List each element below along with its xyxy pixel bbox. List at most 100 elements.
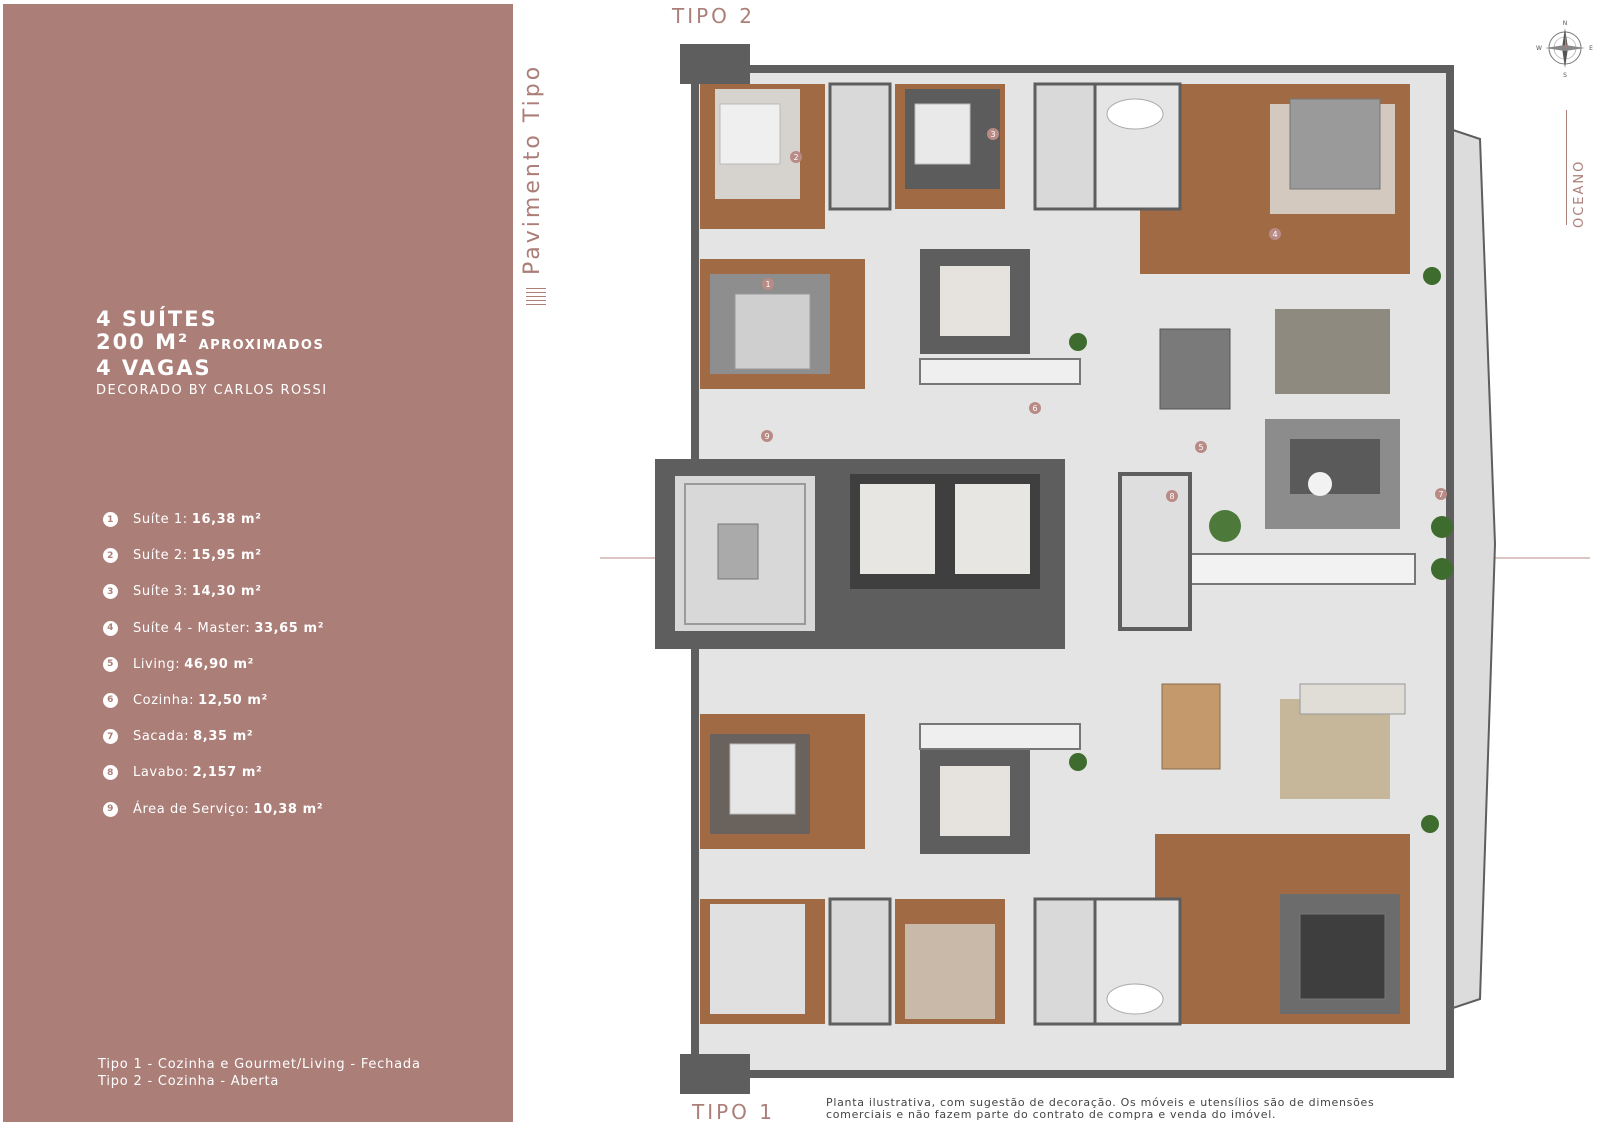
type-notes: Tipo 1 - Cozinha e Gourmet/Living - Fech… [98,1056,421,1090]
lounge-top [1275,309,1390,394]
marker-4 [1269,228,1281,240]
bathroom-top-1 [828,82,892,211]
area-label: Lavabo: [133,765,189,781]
marker-7 [1435,488,1447,500]
tipo-2-label: TIPO 2 [672,4,755,28]
marker-8-label: 8 [1169,492,1174,501]
list-item: 8 Lavabo:2,157 m² [103,765,324,801]
area-number-badge: 2 [103,548,118,564]
floor-plan: 1 2 3 4 5 6 7 8 9 [600,44,1590,1094]
kitchen-counter-bottom [919,723,1081,750]
area-label: Suíte 4 - Master: [133,620,251,636]
area-value: 14,30 m² [191,584,262,600]
parking-count: 4 Vagas [96,356,212,380]
area-label: Suíte 2: [133,548,188,564]
marker-9 [761,430,773,442]
disclaimer: Planta ilustrativa, com sugestão de deco… [826,1097,1446,1121]
area-value: 10,38 m² [253,801,324,817]
area-number-badge: 6 [103,692,118,708]
plant-icon [1069,753,1087,771]
dining-table-bottom [1161,683,1221,770]
balcony [1449,127,1497,1011]
marker-5-label: 5 [1198,443,1203,452]
marker-8 [1166,490,1178,502]
compass-north: N [1563,20,1568,27]
decorator-credit: Decorado by Carlos Rossi [96,383,328,398]
area-value: 200 m² [96,330,190,354]
marker-5 [1195,441,1207,453]
area-value: 15,95 m² [191,548,262,564]
plant-icon [1431,516,1453,538]
area-label: Sacada: [133,729,190,745]
living-rug-bottom [1280,699,1390,799]
marker-7-label: 7 [1438,490,1443,499]
type-note-1: Tipo 1 - Cozinha e Gourmet/Living - Fech… [98,1057,421,1072]
area-number-badge: 7 [103,729,118,745]
list-item: 9 Área de Serviço:10,38 m² [103,801,324,838]
bathroom-bottom-2 [1033,897,1097,1026]
compass-icon: N S E W [1535,18,1595,82]
elevator-2-inner [955,484,1030,574]
lavabo [1118,472,1192,631]
marker-9-label: 9 [764,432,769,441]
marker-3-label: 3 [990,130,995,139]
area-label: Suíte 1: [133,512,188,527]
bathroom-bottom-1 [828,897,892,1026]
area-label: Cozinha: [133,692,195,708]
area-number-badge: 4 [103,620,118,636]
tipo-1-label: TIPO 1 [692,1100,775,1124]
plant-icon [1069,333,1087,351]
area-value: 16,38 m² [191,512,262,527]
plant-icon [1431,558,1453,580]
kitchen-island [1189,553,1416,585]
decorative-bars [526,288,546,308]
marker-1-label: 1 [765,280,770,289]
suites-count: 4 Suítes [96,307,218,331]
area-number-badge: 1 [103,512,118,527]
area-value: 2,157 m² [192,765,263,781]
area-value: 33,65 m² [254,620,324,636]
marker-1 [762,278,774,290]
list-item: 6 Cozinha:12,50 m² [103,692,324,729]
area-number-badge: 8 [103,765,118,781]
area-value: 8,35 m² [193,729,254,745]
marker-6 [1029,402,1041,414]
plant-icon [1423,267,1441,285]
compass-east: E [1589,45,1593,52]
area-value: 12,50 m² [198,692,268,708]
wall-notch-bottom [680,1054,750,1094]
disclaimer-line-2: comerciais e não fazem parte do contrato… [826,1108,1277,1121]
area-number-badge: 5 [103,656,118,672]
list-item: 4 Suíte 4 - Master:33,65 m² [103,620,324,657]
disclaimer-line-1: Planta ilustrativa, com sugestão de deco… [826,1096,1375,1109]
kitchen-counter-top [919,358,1081,385]
area-label: Suíte 3: [133,584,188,600]
area-label: Living: [133,656,181,672]
compass-south: S [1563,72,1567,78]
plant-icon [1421,815,1439,833]
headline-summary: 4 Suítes 200 m² aproximados 4 Vagas Deco… [96,308,328,402]
plant-icon [1209,510,1241,542]
elevator-1-inner [860,484,935,574]
stair-well [717,523,759,580]
list-item: 5 Living:46,90 m² [103,656,324,693]
area-suffix: aproximados [198,338,325,353]
info-panel: 4 Suítes 200 m² aproximados 4 Vagas Deco… [3,4,513,1122]
area-value: 46,90 m² [184,656,254,672]
marker-4-label: 4 [1272,230,1277,239]
wall-notch-top [680,44,750,84]
oceano-line [1566,110,1567,225]
list-item: 2 Suíte 2:15,95 m² [103,548,324,584]
list-item: 7 Sacada:8,35 m² [103,729,324,765]
area-number-badge: 9 [103,801,118,817]
marker-2-label: 2 [793,153,798,162]
area-label: Área de Serviço: [133,801,250,817]
floor-title-vertical: Pavimento Tipo [520,63,545,275]
dining-table-top [1159,328,1231,410]
type-note-2: Tipo 2 - Cozinha - Aberta [98,1074,280,1089]
area-total: 200 m² aproximados [96,331,328,357]
list-item: 1 Suíte 1:16,38 m² [103,512,324,548]
bathroom-top-2 [1033,82,1097,211]
